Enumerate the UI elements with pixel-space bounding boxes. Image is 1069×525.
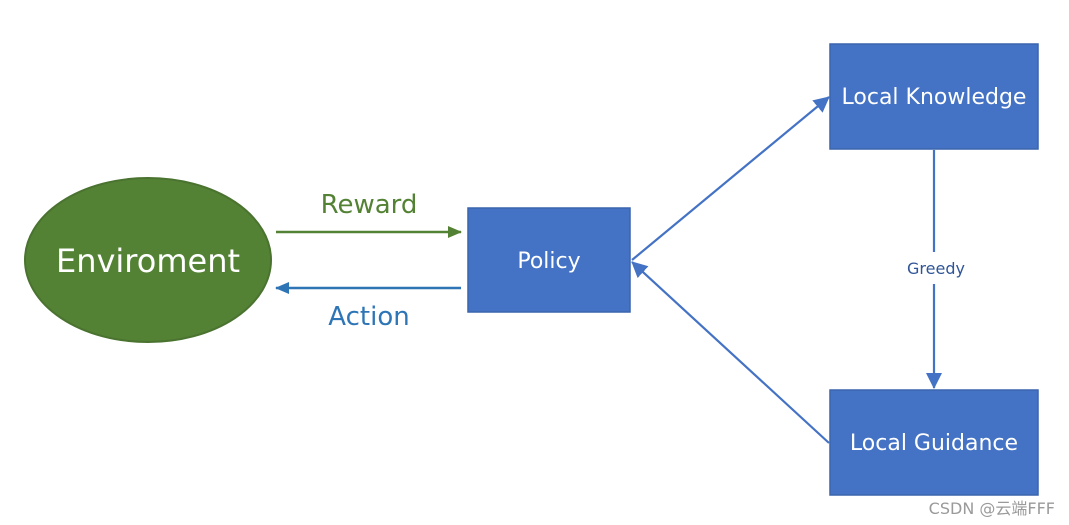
watermark: CSDN @云端FFF <box>928 499 1055 518</box>
environment-node: Enviroment <box>24 177 272 343</box>
action-edge: Action <box>275 282 461 332</box>
reward-edge: Reward <box>276 190 462 238</box>
local-guidance-label: Local Guidance <box>850 431 1018 456</box>
local-knowledge-node: Local Knowledge <box>829 43 1039 150</box>
policy-label: Policy <box>517 249 580 274</box>
policy-node: Policy <box>467 207 631 313</box>
reward-label: Reward <box>321 190 418 220</box>
environment-label: Enviroment <box>56 242 240 280</box>
guidance-to-policy-edge <box>631 261 830 444</box>
greedy-edge: Greedy <box>907 150 965 389</box>
local-guidance-node: Local Guidance <box>829 389 1039 496</box>
greedy-label: Greedy <box>907 259 965 278</box>
local-knowledge-label: Local Knowledge <box>842 85 1027 110</box>
policy-to-knowledge-edge <box>631 96 830 261</box>
action-label: Action <box>328 302 409 332</box>
